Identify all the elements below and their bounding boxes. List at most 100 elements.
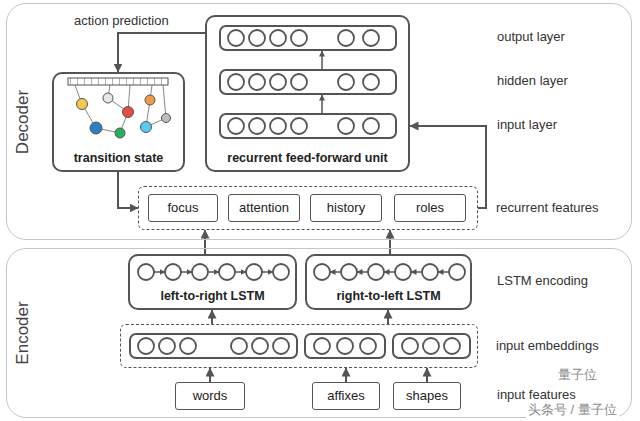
transition-illustration <box>68 78 171 138</box>
neuron <box>246 264 262 280</box>
embedding-group: input embeddings <box>120 324 478 368</box>
lstm-arrow <box>330 271 341 273</box>
lstm-arrow <box>235 271 246 273</box>
affix-embedding-row <box>305 334 385 358</box>
group-label: input embeddings <box>496 339 599 354</box>
watermark: 头条号 / 量子位 <box>526 403 619 418</box>
feature-box: history <box>310 194 382 222</box>
neuron <box>228 30 244 46</box>
lstm-arrow <box>154 271 165 273</box>
tree-node <box>90 122 102 134</box>
neuron <box>363 118 379 134</box>
neuron <box>423 338 439 354</box>
lstm-arrow <box>357 271 368 273</box>
connector-arrow <box>426 368 428 382</box>
neuron <box>273 338 289 354</box>
neuron <box>252 338 268 354</box>
neuron <box>165 264 181 280</box>
neuron <box>270 74 286 90</box>
neuron <box>249 74 265 90</box>
neuron <box>270 118 286 134</box>
neuron <box>138 338 154 354</box>
connector-arrow <box>211 310 213 324</box>
layer-rows <box>220 26 396 138</box>
stack-buffer <box>68 78 168 85</box>
layer-label: LSTM encoding <box>495 274 590 289</box>
tree-node <box>141 122 152 133</box>
neuron <box>395 264 411 280</box>
feature-input-box: affixes <box>312 382 380 410</box>
neuron <box>228 118 244 134</box>
neuron <box>338 30 354 46</box>
lstm-arrow <box>181 271 192 273</box>
neuron <box>338 118 354 134</box>
transition-state-box: transition state <box>52 72 185 172</box>
layer-label: hidden layer <box>495 74 570 89</box>
neuron <box>314 338 330 354</box>
box-label: right-to-left LSTM <box>307 289 470 303</box>
neuron-circles <box>138 30 465 354</box>
neuron <box>368 264 384 280</box>
tree-node <box>162 114 171 123</box>
output-layer-row <box>220 26 396 50</box>
encoder-band: Encoder left-to-right LSTM right-to-left L… <box>6 248 632 418</box>
neuron <box>138 264 154 280</box>
neuron <box>159 338 175 354</box>
lstm-arrow <box>438 271 449 273</box>
neuron <box>291 118 307 134</box>
layer-label: input layer <box>495 118 559 133</box>
neuron <box>363 30 379 46</box>
feature-box: attention <box>228 194 300 222</box>
lstm-arrow <box>384 271 395 273</box>
feature-input-box: shapes <box>393 382 461 410</box>
connector-arrow <box>387 310 389 324</box>
box-label: focus <box>167 201 198 216</box>
feature-box: roles <box>394 194 466 222</box>
box-label: words <box>193 389 228 404</box>
layer-arrow <box>321 95 323 114</box>
connector-arrow <box>204 230 206 254</box>
neuron <box>192 264 208 280</box>
watermark: 量子位 <box>556 368 599 383</box>
box-label: affixes <box>327 389 364 404</box>
neuron <box>249 30 265 46</box>
layer-arrow <box>321 51 323 70</box>
lstm-arrow <box>262 271 273 273</box>
neuron <box>270 30 286 46</box>
neuron <box>341 264 357 280</box>
feature-box: focus <box>148 194 218 222</box>
band-label: Encoder <box>13 301 33 364</box>
feature-group: recurrent featuresfocusattentionhistoryr… <box>138 186 478 230</box>
tree-node <box>123 107 134 118</box>
lstm-arrow <box>208 271 219 273</box>
neuron <box>273 264 289 280</box>
neuron <box>444 338 460 354</box>
tree-node <box>145 95 155 105</box>
lstm-box: right-to-left LSTM <box>305 254 472 310</box>
layer-label: input features <box>495 388 578 403</box>
lstm-arrow <box>411 271 422 273</box>
tree-node <box>77 99 88 110</box>
neuron <box>291 30 307 46</box>
neuron <box>337 338 353 354</box>
connector-arrow <box>389 230 391 254</box>
box-label: shapes <box>406 389 448 404</box>
neuron <box>338 74 354 90</box>
neuron <box>360 338 376 354</box>
box-label: transition state <box>54 151 183 165</box>
neuron <box>231 338 247 354</box>
feed-forward-unit: recurrent feed-forward unit <box>205 15 410 172</box>
embedding-groups <box>130 334 470 358</box>
shape-embedding-row <box>393 334 470 358</box>
box-label: left-to-right LSTM <box>130 289 295 303</box>
neuron <box>291 74 307 90</box>
neuron <box>228 74 244 90</box>
neuron <box>180 338 196 354</box>
tree-node <box>103 93 113 103</box>
tree-lines <box>75 85 166 133</box>
neuron <box>249 118 265 134</box>
feature-input-box: words <box>175 382 245 410</box>
neuron <box>402 338 418 354</box>
lstm-box: left-to-right LSTM <box>128 254 297 310</box>
